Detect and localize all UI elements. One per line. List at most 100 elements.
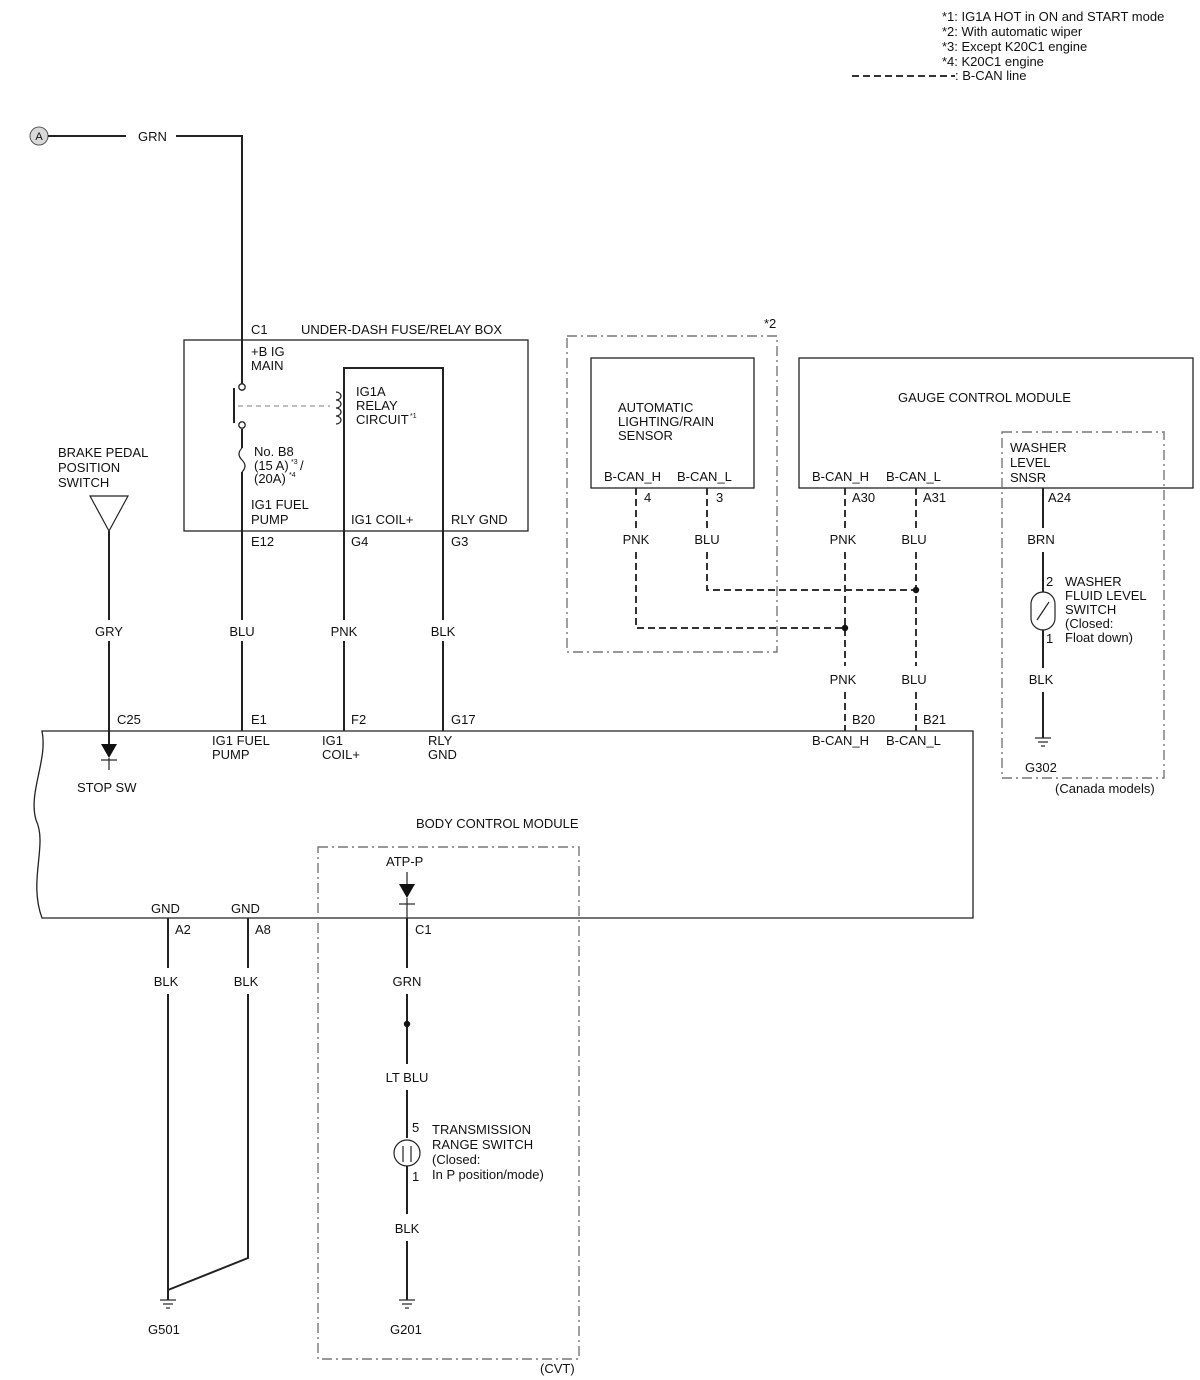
- gauge-wire-blu: BLU: [901, 532, 926, 547]
- washer-pin-2: 2: [1046, 574, 1053, 589]
- washer-switch-label-5: Float down): [1065, 630, 1133, 645]
- bplus-ig-line1: +B IG: [251, 344, 285, 359]
- gauge-wire-pnk-2: PNK: [830, 672, 857, 687]
- pin-ig1-coil: IG1 COIL+: [351, 512, 414, 527]
- connector-a-letter: A: [35, 131, 43, 143]
- transmission-range-switch-icon: [393, 1139, 421, 1167]
- bcm-b-can-l: B-CAN_L: [886, 733, 941, 748]
- relay-coil-icon: [335, 391, 342, 425]
- gauge-title: GAUGE CONTROL MODULE: [898, 390, 1071, 405]
- sensor-wire-blu: BLU: [694, 532, 719, 547]
- gauge-pin-a30: A30: [852, 490, 875, 505]
- gauge-pin-a31: A31: [923, 490, 946, 505]
- brake-switch-label-3: SWITCH: [58, 475, 109, 490]
- pin-g3: G3: [451, 534, 468, 549]
- sensor-label-3: SENSOR: [618, 428, 673, 443]
- gauge-pin-h: B-CAN_H: [812, 469, 869, 484]
- fuse-icon: [238, 447, 246, 473]
- bcm-atp-p: ATP-P: [386, 854, 423, 869]
- bcm-pin-a8: A8: [255, 922, 271, 937]
- washer-switch-label-4: (Closed:: [1065, 616, 1113, 631]
- bcm-b-can-h: B-CAN_H: [812, 733, 869, 748]
- sensor-label-1: AUTOMATIC: [618, 400, 693, 415]
- bcm-pin-e1: E1: [251, 712, 267, 727]
- fuse-box-title: UNDER-DASH FUSE/RELAY BOX: [301, 322, 502, 337]
- pin-g4: G4: [351, 534, 368, 549]
- bcm-e1-label-1: IG1 FUEL: [212, 733, 270, 748]
- bcm-stop-sw: STOP SW: [77, 780, 137, 795]
- sensor-label-2: LIGHTING/RAIN: [618, 414, 714, 429]
- atp-input-arrow-icon: [399, 884, 415, 898]
- bplus-ig-line2: MAIN: [251, 358, 284, 373]
- bcm-e1-label-2: PUMP: [212, 747, 250, 762]
- a8-blk-label: BLK: [234, 974, 259, 989]
- note-2: *2: With automatic wiper: [942, 24, 1083, 39]
- relay-label-1: IG1A: [356, 384, 386, 399]
- grn-wire-down: [176, 135, 243, 340]
- sensor-pin-4: 4: [644, 490, 651, 505]
- brake-pedal-position-switch: BRAKE PEDAL POSITION SWITCH GRY: [58, 445, 148, 770]
- sensor-pin-l: B-CAN_L: [677, 469, 732, 484]
- bcm-gnd-2: GND: [231, 901, 260, 916]
- relay-label-2: RELAY: [356, 398, 398, 413]
- note-3: *3: Except K20C1 engine: [942, 39, 1087, 54]
- bcm-title: BODY CONTROL MODULE: [416, 816, 579, 831]
- bcm-pin-g17: G17: [451, 712, 476, 727]
- gauge-pin-l: B-CAN_L: [886, 469, 941, 484]
- canada-option-frame: [1001, 431, 1165, 779]
- bcm-pin-b20: B20: [852, 712, 875, 727]
- brn-wire-label: BRN: [1027, 532, 1054, 547]
- blu-wire-label: BLU: [229, 624, 254, 639]
- washer-level-sensor: WASHER LEVEL SNSR A24 BRN 2 1 WASHER FLU…: [1001, 431, 1165, 796]
- trs-label-4: In P position/mode): [432, 1167, 544, 1182]
- sensor-wire-pnk: PNK: [623, 532, 650, 547]
- cvt-grn-label: GRN: [393, 974, 422, 989]
- wiper-option-marker: *2: [764, 316, 776, 331]
- coil-internal-wire: [343, 367, 444, 531]
- relay-contact-bottom: [238, 421, 246, 429]
- ground-g201-icon: [399, 1299, 415, 1309]
- bcm-gnd-1: GND: [151, 901, 180, 916]
- washer-ground-g302: G302: [1025, 760, 1057, 775]
- sensor-box: [590, 357, 755, 489]
- washer-label-3: SNSR: [1010, 470, 1046, 485]
- washer-blk-wire-label: BLK: [1029, 672, 1054, 687]
- cvt-option-frame: [317, 846, 580, 1360]
- cvt-region-label: (CVT): [540, 1361, 575, 1376]
- wiper-option-frame: [566, 335, 778, 653]
- gauge-wire-blu-2: BLU: [901, 672, 926, 687]
- cvt-pin-5: 5: [412, 1120, 419, 1135]
- grn-wire-label: GRN: [138, 129, 167, 144]
- brake-switch-label-2: POSITION: [58, 460, 120, 475]
- washer-switch-label-3: SWITCH: [1065, 602, 1116, 617]
- bcm-pin-f2: F2: [351, 712, 366, 727]
- bcm-f2-label-2: COIL+: [322, 747, 360, 762]
- washer-switch-blade: [1036, 601, 1050, 621]
- ground-g201-label: G201: [390, 1322, 422, 1337]
- bcm-pin-c25: C25: [117, 712, 141, 727]
- relay-label-3: CIRCUIT: [356, 412, 409, 427]
- pin-e12: E12: [251, 534, 274, 549]
- body-control-module: BODY CONTROL MODULE C25 STOP SW E1 IG1 F…: [33, 712, 974, 937]
- sensor-pin-h: B-CAN_H: [604, 469, 661, 484]
- washer-label-2: LEVEL: [1010, 455, 1050, 470]
- trs-label-3: (Closed:: [432, 1152, 480, 1167]
- stop-sw-input-arrow-icon: [101, 744, 117, 758]
- notes-legend: *1: IG1A HOT in ON and START mode *2: Wi…: [852, 9, 1164, 83]
- ground-g501-icon: [160, 1299, 176, 1309]
- transmission-range-switch-circuit: GRN LT BLU 5 1 TRANSMISSION RANGE SWITCH…: [317, 846, 580, 1376]
- bcm-g17-label-1: RLY: [428, 733, 453, 748]
- trs-label-2: RANGE SWITCH: [432, 1137, 533, 1152]
- cvt-splice: [403, 1020, 411, 1028]
- gauge-control-module: GAUGE CONTROL MODULE B-CAN_H B-CAN_L A30…: [798, 357, 1194, 731]
- ground-g501-circuit: BLK BLK G501: [148, 918, 259, 1337]
- note-5: : B-CAN line: [955, 68, 1027, 83]
- cvt-ltblu-label: LT BLU: [386, 1070, 429, 1085]
- note-1: *1: IG1A HOT in ON and START mode: [942, 9, 1164, 24]
- pnk-wire-label: PNK: [331, 624, 358, 639]
- brake-switch-symbol-icon: [88, 495, 130, 533]
- bcm-pin-c1: C1: [415, 922, 432, 937]
- washer-pin-1: 1: [1046, 631, 1053, 646]
- gauge-wire-pnk: PNK: [830, 532, 857, 547]
